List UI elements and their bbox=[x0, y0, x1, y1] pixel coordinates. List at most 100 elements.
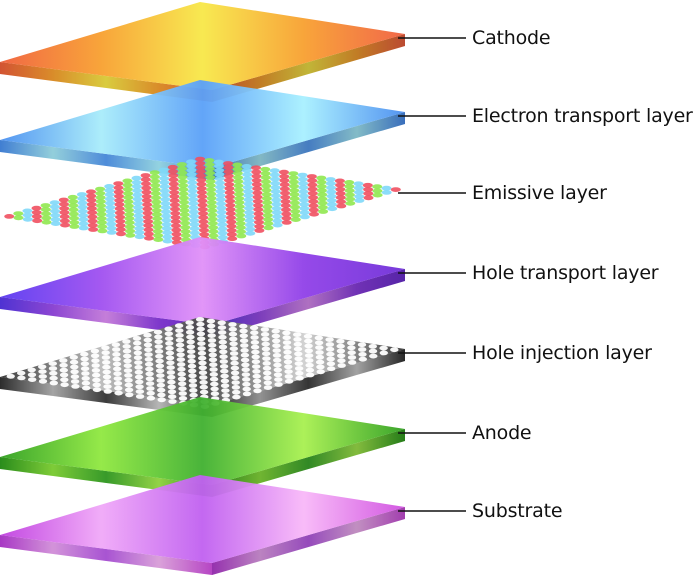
emitter-dot bbox=[186, 172, 197, 177]
injection-hole bbox=[165, 350, 175, 356]
emitter-dot bbox=[134, 221, 144, 227]
emitter-dot bbox=[134, 234, 145, 240]
injection-hole bbox=[144, 361, 154, 367]
injection-hole bbox=[294, 366, 304, 371]
injection-hole bbox=[325, 346, 335, 352]
injection-hole bbox=[165, 345, 174, 351]
injection-hole bbox=[228, 322, 237, 327]
emitter-dot bbox=[189, 226, 200, 232]
emitter-dot bbox=[159, 184, 170, 190]
emitter-dot bbox=[143, 219, 154, 224]
emitter-dot bbox=[252, 198, 263, 204]
emitter-dot bbox=[169, 202, 180, 208]
emitter-dot bbox=[245, 230, 256, 236]
emitter-dot bbox=[149, 170, 160, 176]
emitter-dot bbox=[206, 204, 217, 209]
injection-hole bbox=[176, 347, 185, 353]
emitter-dot bbox=[114, 202, 125, 207]
injection-hole bbox=[157, 397, 166, 403]
emitter-dot bbox=[188, 209, 199, 215]
emitter-dot bbox=[269, 168, 280, 174]
emitter-dot bbox=[132, 200, 143, 206]
emitter-dot bbox=[88, 227, 99, 232]
injection-hole bbox=[187, 363, 197, 369]
injection-hole bbox=[229, 336, 238, 342]
injection-hole bbox=[284, 364, 293, 370]
injection-hole bbox=[283, 354, 292, 360]
emitter-dot bbox=[116, 231, 126, 237]
injection-hole bbox=[113, 376, 123, 381]
emitter-dot bbox=[271, 193, 281, 199]
emitter-dot bbox=[134, 226, 145, 231]
slab-top-face bbox=[0, 237, 405, 325]
injection-hole bbox=[217, 325, 227, 330]
emitter-dot bbox=[271, 210, 282, 215]
emitter-dot bbox=[243, 201, 254, 207]
emitter-dot bbox=[67, 194, 78, 200]
injection-hole bbox=[220, 373, 229, 379]
injection-hole bbox=[229, 341, 238, 347]
injection-hole bbox=[305, 367, 315, 373]
emitter-dot bbox=[251, 178, 262, 183]
injection-hole bbox=[123, 368, 133, 373]
injection-hole bbox=[221, 388, 230, 393]
emitter-dot bbox=[272, 214, 283, 220]
emitter-dot bbox=[197, 198, 208, 204]
emitter-dot bbox=[309, 211, 319, 217]
injection-hole bbox=[38, 364, 47, 370]
cathode-layer bbox=[0, 2, 405, 102]
emitter-dot bbox=[235, 221, 246, 226]
emitter-dot bbox=[114, 198, 125, 203]
injection-hole bbox=[325, 342, 335, 347]
emitter-dot bbox=[251, 165, 261, 171]
injection-hole bbox=[176, 352, 185, 358]
injection-hole bbox=[38, 369, 47, 374]
emitter-dot bbox=[142, 202, 153, 208]
emitter-dot bbox=[159, 180, 170, 185]
emitter-dot bbox=[132, 188, 143, 194]
emitter-dot bbox=[234, 191, 244, 197]
injection-hole bbox=[260, 332, 270, 337]
injection-hole bbox=[81, 380, 91, 386]
injection-hole bbox=[305, 372, 315, 378]
emitter-dot bbox=[354, 198, 365, 203]
injection-hole bbox=[177, 371, 186, 377]
emitter-dot bbox=[69, 220, 80, 225]
emitter-dot bbox=[40, 207, 51, 213]
injection-hole bbox=[242, 391, 252, 397]
emitter-dot bbox=[279, 178, 290, 183]
emitter-dot bbox=[253, 207, 264, 213]
emitter-dot bbox=[253, 203, 264, 208]
emitter-dot bbox=[31, 205, 42, 211]
emitter-dot bbox=[335, 195, 346, 201]
injection-hole bbox=[271, 328, 280, 334]
emitter-dot bbox=[213, 159, 224, 165]
emitter-dot bbox=[142, 210, 153, 216]
emitter-dot bbox=[242, 180, 253, 186]
slab-front-right-face bbox=[212, 429, 405, 497]
emitter-dot bbox=[226, 219, 237, 225]
injection-hole bbox=[70, 379, 80, 384]
injection-hole bbox=[124, 377, 133, 383]
emitter-dot bbox=[242, 176, 253, 182]
emitter-dot bbox=[290, 217, 301, 223]
injection-hole bbox=[164, 336, 174, 341]
injection-hole bbox=[207, 338, 217, 343]
emitter-dot bbox=[123, 195, 134, 201]
slab-shade bbox=[212, 112, 405, 180]
emitter-dot bbox=[177, 166, 188, 172]
emitter-dot bbox=[306, 174, 317, 179]
emitter-dot bbox=[263, 217, 274, 222]
injection-hole bbox=[282, 335, 291, 341]
injection-hole bbox=[284, 378, 294, 384]
emitter-dot bbox=[224, 186, 235, 191]
emitter-dot bbox=[123, 199, 134, 205]
emitter-dot bbox=[168, 173, 179, 179]
injection-hole bbox=[132, 336, 142, 341]
emitter-dot bbox=[298, 189, 309, 195]
emitter-dot bbox=[335, 186, 346, 192]
emitter-dot bbox=[289, 196, 300, 202]
emitter-dot bbox=[69, 224, 80, 229]
emitter-dot bbox=[86, 189, 96, 195]
emitter-dot bbox=[41, 215, 52, 221]
